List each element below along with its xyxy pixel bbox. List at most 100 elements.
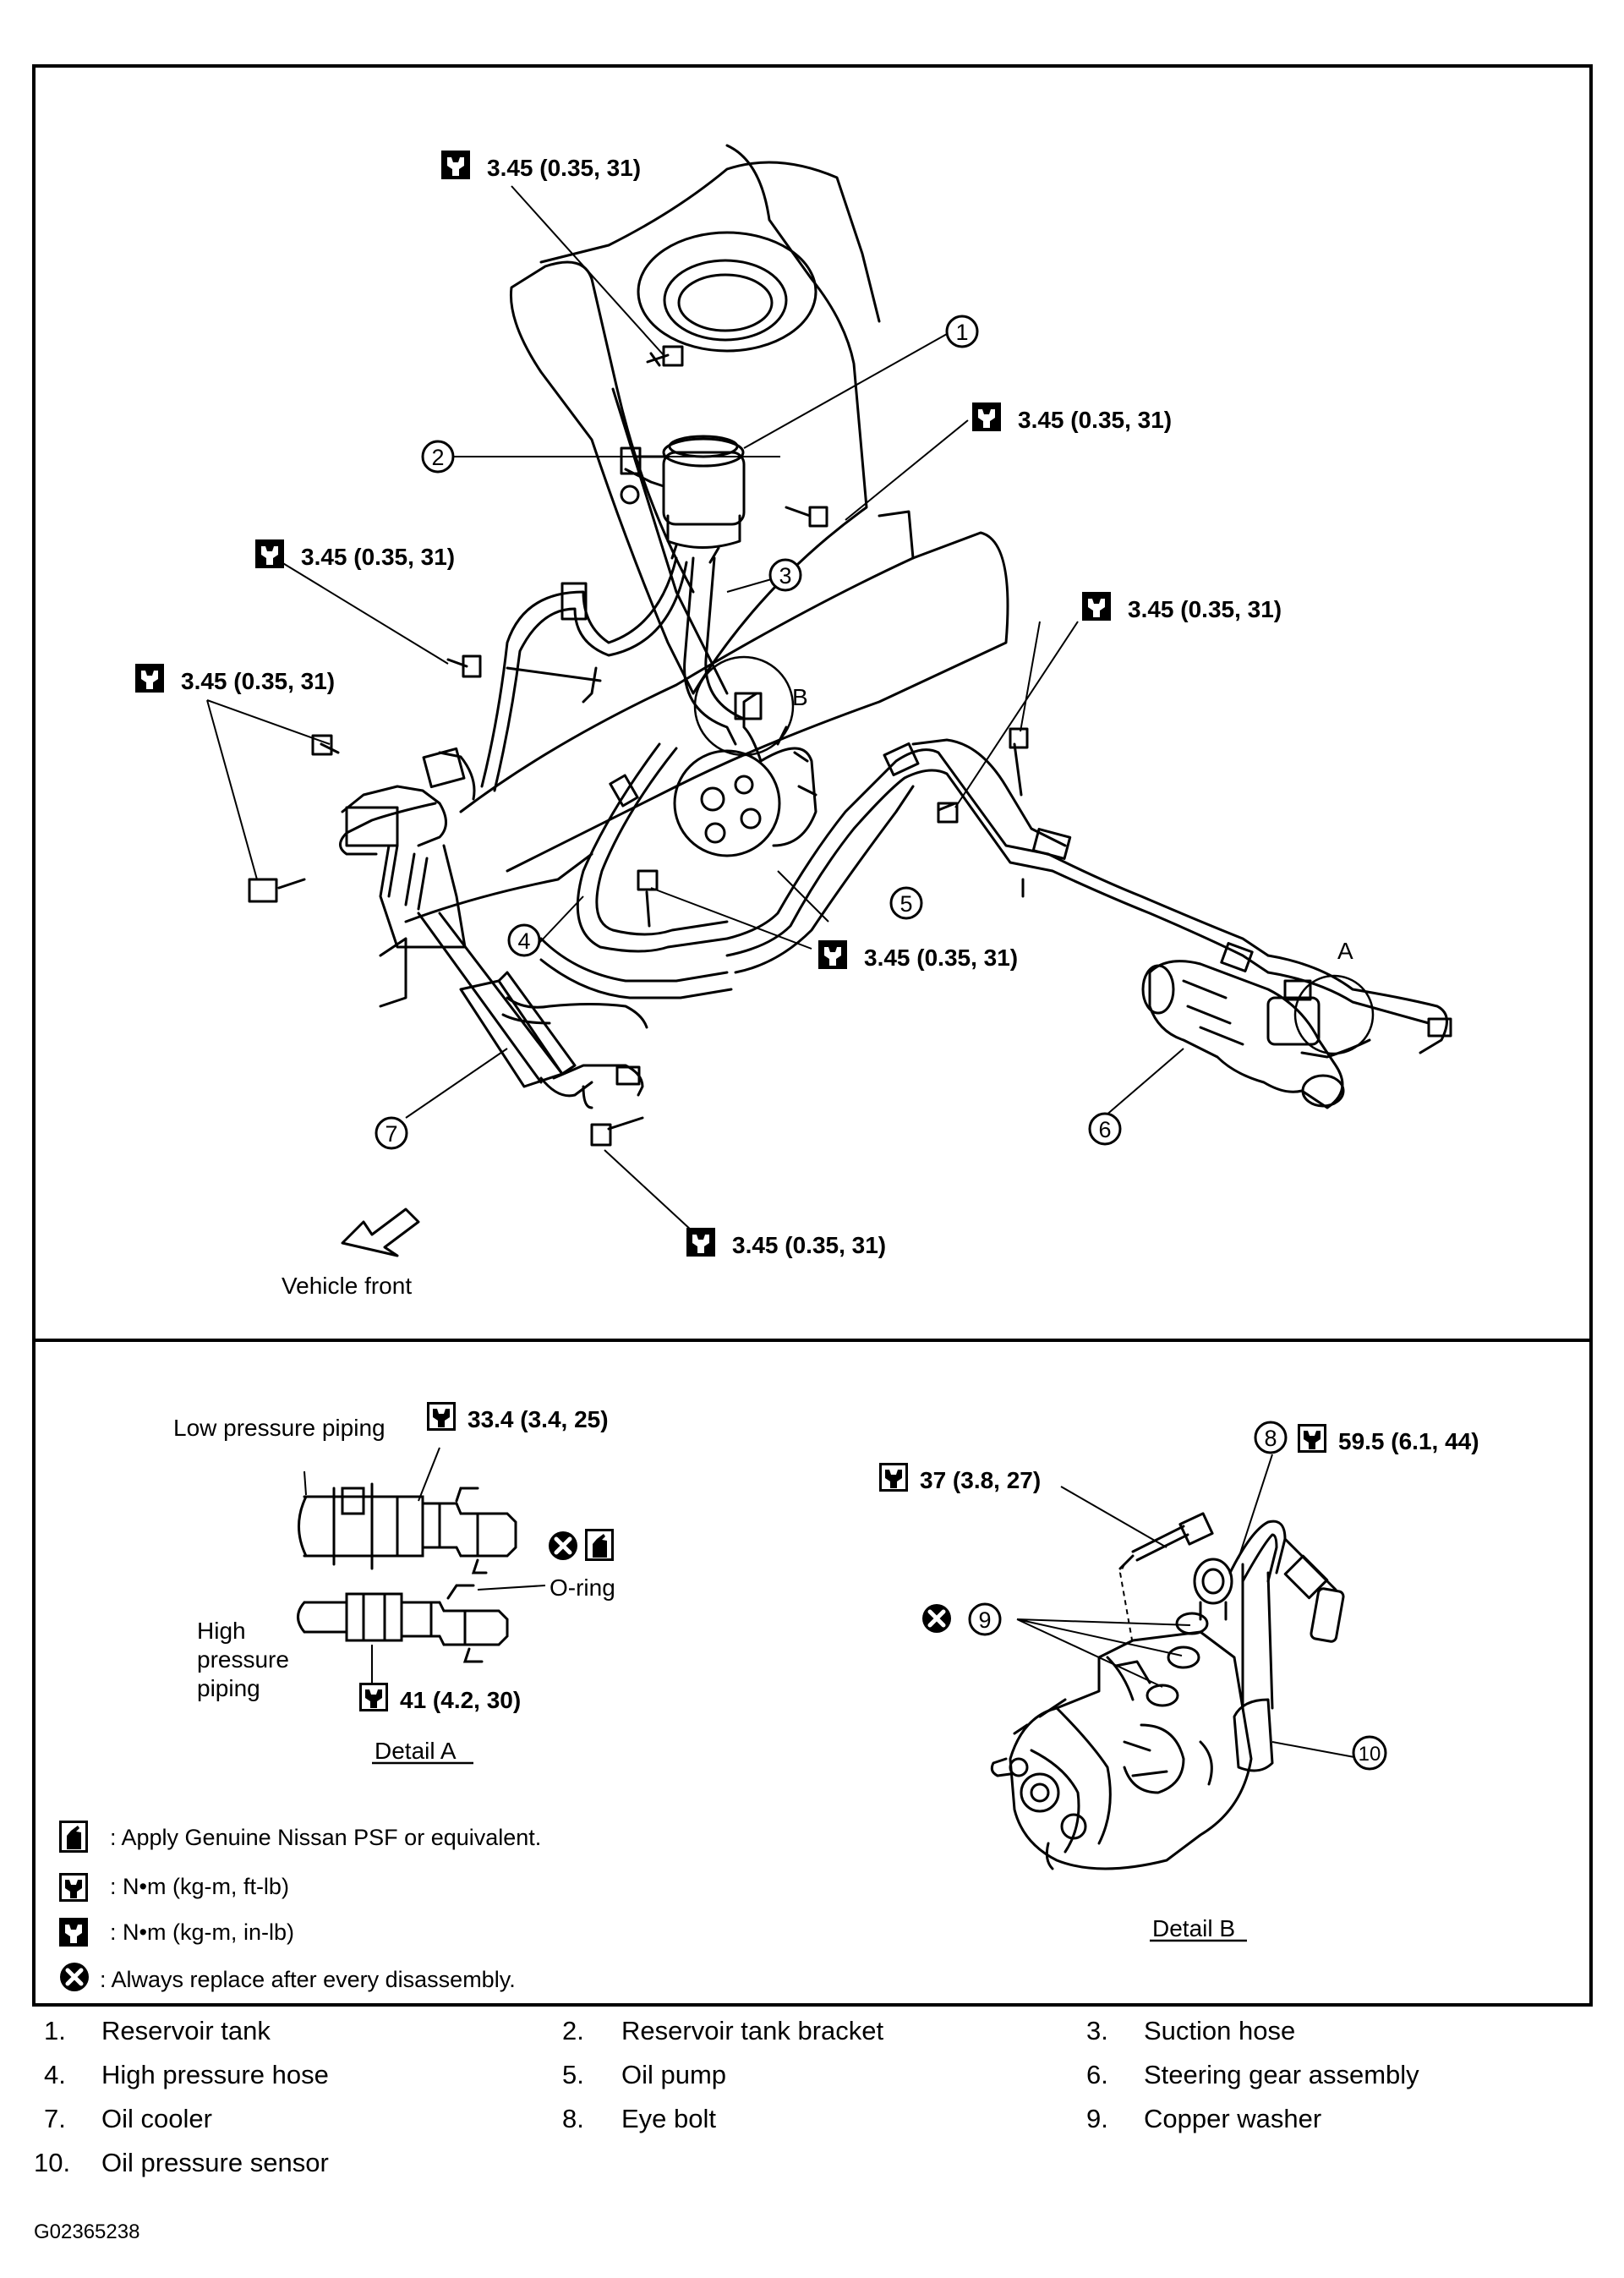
callout-numbers: 1 2 3 4 5 6 7 8 9 10 [385,320,1381,1766]
torque-spec-low-pressure: 33.4 (3.4, 25) [427,1402,609,1432]
marker-a: A [1337,938,1353,964]
part-name: Reservoir tank [101,2016,271,2045]
torque-wrench-icon [427,1402,456,1431]
legend-text-ftlb: : N•m (kg-m, ft-lb) [110,1874,289,1899]
torque-spec-right-line: 3.45 (0.35, 31) [1082,592,1282,622]
part-number: 5. [562,2060,584,2089]
part-number: 7. [44,2104,66,2133]
torque-wrench-filled-icon [59,1918,88,1947]
part-name: Steering gear assembly [1144,2060,1419,2089]
torque-value: 3.45 (0.35, 31) [301,544,455,570]
torque-wrench-icon [359,1683,388,1711]
callout-4: 4 [517,928,530,954]
legend-text-psf: : Apply Genuine Nissan PSF or equivalent… [110,1825,541,1850]
part-number: 10. [34,2148,71,2177]
part-name: High pressure hose [101,2060,329,2089]
leader-lines [206,185,1184,1252]
torque-value: 59.5 (6.1, 44) [1338,1428,1479,1454]
detail-a-leaders [303,1447,546,1765]
figure-id: G02365238 [34,2221,140,2243]
torque-spec-pump-clamp: 3.45 (0.35, 31) [818,940,1018,971]
part-name: Oil pump [621,2060,727,2089]
callout-6: 6 [1098,1117,1111,1142]
torque-value: 33.4 (3.4, 25) [468,1406,609,1432]
torque-value: 37 (3.8, 27) [920,1467,1041,1493]
callout-8: 8 [1264,1426,1277,1451]
legend-text-inlb: : N•m (kg-m, in-lb) [110,1919,294,1945]
torque-value: 3.45 (0.35, 31) [487,155,641,181]
torque-value: 3.45 (0.35, 31) [864,945,1018,971]
torque-wrench-icon [879,1463,908,1492]
torque-wrench-filled-icon [686,1228,715,1257]
torque-wrench-filled-icon [1082,592,1111,621]
callout-2: 2 [431,445,444,470]
legend-text-replace: : Always replace after every disassembly… [100,1967,516,1992]
replace-x-icon [549,1531,577,1560]
low-pressure-piping-label: Low pressure piping [173,1415,385,1441]
oil-can-icon [59,1821,88,1853]
part-name: Suction hose [1144,2016,1296,2045]
callout-1: 1 [955,320,968,345]
detail-b-title: Detail B [1152,1915,1235,1941]
replace-x-icon [922,1604,951,1633]
part-number: 1. [44,2016,66,2045]
vehicle-front-label: Vehicle front [282,1273,412,1299]
replace-x-icon [60,1963,89,1991]
high-pressure-label-line3: piping [197,1675,260,1701]
torque-wrench-filled-icon [441,151,470,179]
part-name: Reservoir tank bracket [621,2016,884,2045]
part-name: Eye bolt [621,2104,717,2133]
torque-value: 41 (4.2, 30) [400,1687,521,1713]
torque-spec-reservoir-right: 3.45 (0.35, 31) [972,402,1172,433]
high-pressure-label-line1: High [197,1618,246,1644]
callout-5: 5 [899,891,912,917]
torque-wrench-filled-icon [818,940,847,969]
torque-spec-high-pressure: 41 (4.2, 30) [359,1683,521,1713]
torque-value: 3.45 (0.35, 31) [1128,596,1282,622]
part-number: 9. [1086,2104,1108,2133]
torque-spec-left-hose-clamp: 3.45 (0.35, 31) [255,539,455,570]
part-name: Oil cooler [101,2104,212,2133]
part-number: 4. [44,2060,66,2089]
torque-value: 3.45 (0.35, 31) [181,668,335,694]
part-name: Copper washer [1144,2104,1322,2133]
torque-value: 3.45 (0.35, 31) [1018,407,1172,433]
detail-b-art [990,1512,1345,1870]
oil-can-icon [585,1529,614,1561]
detail-divider [32,1339,1593,1342]
part-number: 6. [1086,2060,1108,2089]
main-view-art [248,144,1452,1257]
legend: : Apply Genuine Nissan PSF or equivalent… [59,1821,541,1993]
part-number: 2. [562,2016,584,2045]
torque-spec-reservoir-top: 3.45 (0.35, 31) [441,151,641,181]
torque-wrench-filled-icon [972,402,1001,431]
callout-7: 7 [385,1121,397,1147]
torque-wrench-icon [1298,1424,1326,1453]
detail-a-art [297,1482,517,1663]
parts-row: 10. Oil pressure sensor [34,2143,1598,2187]
high-pressure-label-line2: pressure [197,1646,289,1673]
detail-b-leaders [1016,1454,1355,1942]
torque-spec-gear-bracket: 3.45 (0.35, 31) [135,664,335,694]
torque-spec-detail-b-bolt: 37 (3.8, 27) [879,1463,1041,1493]
torque-wrench-icon [59,1873,88,1902]
torque-spec-cooler-bolt: 3.45 (0.35, 31) [686,1228,886,1258]
torque-spec-eye-bolt: 59.5 (6.1, 44) [1298,1424,1479,1454]
torque-value: 3.45 (0.35, 31) [732,1232,886,1258]
torque-wrench-filled-icon [255,539,284,568]
parts-row: 4. High pressure hose 5. Oil pump 6. Ste… [34,2055,1598,2099]
part-name: Oil pressure sensor [101,2148,329,2177]
parts-list: 1. Reservoir tank 2. Reservoir tank brac… [34,2011,1598,2187]
callout-3: 3 [779,563,791,589]
diagram-frame [32,64,1593,2007]
callout-9: 9 [978,1607,991,1633]
part-number: 3. [1086,2016,1108,2045]
marker-b: B [792,684,808,710]
parts-row: 1. Reservoir tank 2. Reservoir tank brac… [34,2011,1598,2055]
parts-row: 7. Oil cooler 8. Eye bolt 9. Copper wash… [34,2099,1598,2143]
callout-circles [375,315,1387,1771]
o-ring-label: O-ring [550,1574,615,1601]
callout-10: 10 [1359,1743,1381,1766]
part-number: 8. [562,2104,584,2133]
